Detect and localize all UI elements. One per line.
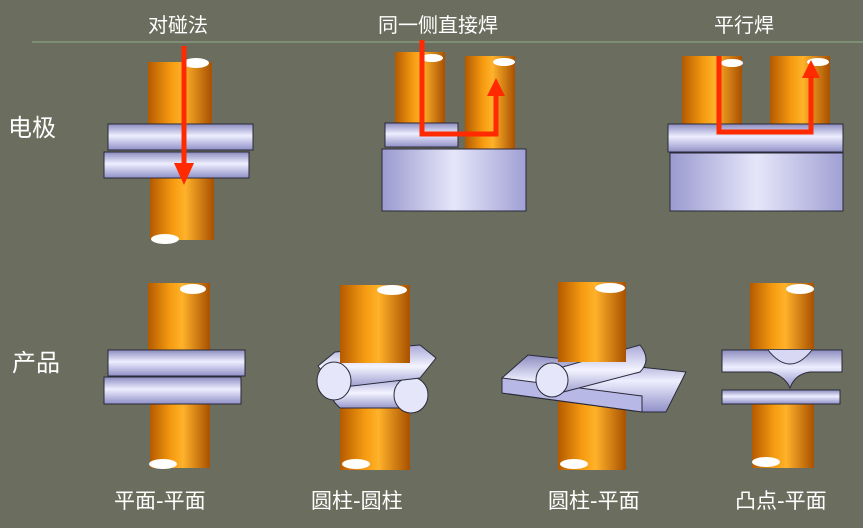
current-path-arrow (716, 56, 814, 135)
base-workpiece-block (381, 148, 527, 212)
column-title-opposed: 对碰法 (148, 13, 208, 37)
caption-cyl-flat: 圆柱-平面 (548, 489, 640, 513)
wire-end (535, 362, 569, 398)
rod-top-face (180, 284, 206, 294)
rod-top-face (421, 54, 443, 62)
lower-sheet (103, 376, 242, 405)
bump-dimple (767, 349, 813, 365)
rod-top-face (786, 284, 814, 294)
rod-bottom-face (151, 234, 179, 244)
rod-bottom-face (752, 457, 780, 467)
wire-end (316, 361, 352, 401)
product-flat-flat (103, 283, 246, 469)
right-electrode-rod (770, 56, 830, 126)
caption-flat-flat: 平面-平面 (114, 489, 206, 513)
rod-top-face (183, 58, 209, 68)
electrode-parallel (667, 56, 844, 212)
rod-top-face (721, 59, 743, 67)
top-electrode-rod (340, 285, 410, 363)
bottom-electrode-rod (150, 170, 214, 240)
top-electrode-rod (558, 282, 626, 362)
rod-bottom-face (149, 459, 177, 469)
base-workpiece-block (669, 152, 844, 212)
caption-bump-flat: 凸点-平面 (735, 489, 827, 513)
upper-sheet (107, 349, 246, 377)
top-workpiece-plate (667, 123, 844, 153)
row-label-product: 产品 (12, 349, 60, 377)
current-path-arrow (419, 40, 499, 137)
left-electrode-rod (682, 56, 742, 126)
bottom-electrode-rod (150, 395, 210, 468)
row-label-electrode: 电极 (8, 114, 56, 142)
bump-sheet (721, 349, 843, 390)
bottom-electrode-rod (752, 402, 814, 468)
top-electrode-rod (750, 283, 814, 349)
rod-top-face (377, 285, 407, 295)
product-bump-flat (721, 283, 843, 468)
wire-end (393, 376, 429, 414)
current-arrow-head (802, 60, 820, 78)
column-title-same-side: 同一侧直接焊 (378, 13, 498, 37)
right-electrode-rod (465, 56, 515, 151)
rod-top-face (493, 58, 515, 66)
rod-top-face (595, 283, 625, 293)
upper-workpiece-plate (107, 123, 254, 151)
current-arrow-head (487, 78, 505, 96)
flat-sheet (721, 389, 841, 405)
current-arrow-head (174, 163, 194, 185)
electrode-same-side (381, 40, 527, 212)
caption-cyl-cyl: 圆柱-圆柱 (311, 489, 403, 513)
rod-bottom-face (560, 459, 588, 469)
rod-bottom-face (342, 459, 370, 469)
product-cyl-flat (501, 282, 687, 470)
product-cyl-cyl (316, 285, 437, 470)
electrode-opposed (103, 46, 254, 244)
column-title-parallel: 平行焊 (714, 13, 774, 37)
